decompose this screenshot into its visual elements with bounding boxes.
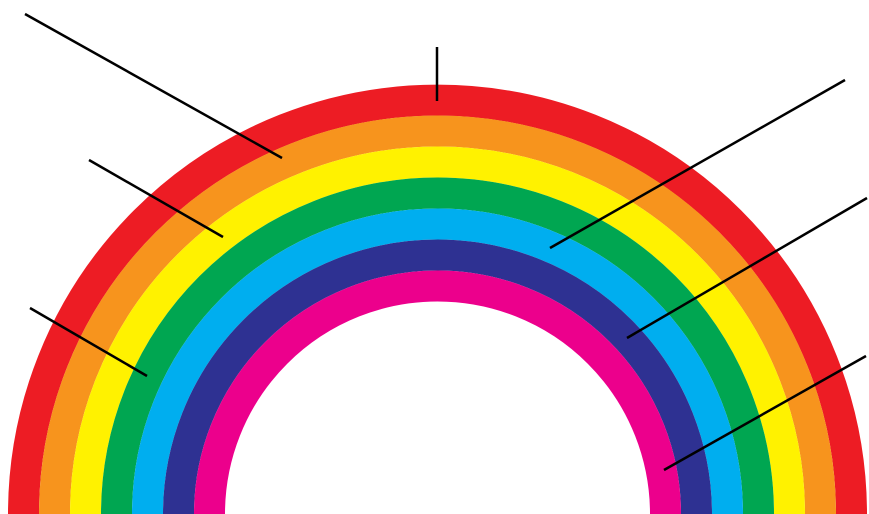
leader-line-orange [25, 14, 282, 158]
